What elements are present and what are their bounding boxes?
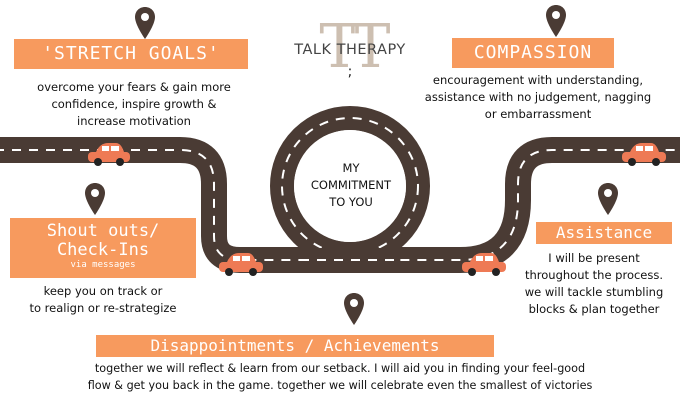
center-commitment: MY COMMITMENT TO YOU bbox=[296, 160, 406, 211]
location-pin-icon bbox=[598, 183, 618, 215]
location-pin-icon bbox=[344, 293, 364, 325]
location-pin-icon bbox=[546, 5, 566, 37]
logo-text: TALK THERAPY bbox=[294, 42, 406, 58]
compassion-text: encouragement with understanding, assist… bbox=[424, 73, 652, 121]
shout-outs-banner: Shout outs/ Check-Ins via messages bbox=[10, 218, 196, 278]
car-2 bbox=[219, 253, 263, 276]
center-line: TO YOU bbox=[329, 195, 373, 209]
road-dashes bbox=[0, 149, 680, 261]
car-4 bbox=[622, 143, 666, 166]
logo-mark: ; bbox=[347, 64, 353, 80]
assistance-banner: Assistance bbox=[536, 222, 672, 244]
location-pin-icon bbox=[85, 183, 105, 215]
shout-outs-text: keep you on track or to realign or re-st… bbox=[29, 284, 177, 315]
center-line: MY bbox=[342, 161, 360, 175]
stretch-goals-banner: 'STRETCH GOALS' bbox=[14, 39, 248, 69]
stretch-goals-text: overcome your fears & gain more confiden… bbox=[37, 80, 231, 128]
location-pin-icon bbox=[135, 7, 155, 39]
logo-letters: TT bbox=[319, 12, 390, 82]
assistance-text: I will be present throughout the process… bbox=[524, 251, 664, 316]
disappointments-achievements-text: together we will reflect & learn from ou… bbox=[87, 362, 593, 392]
compassion-banner: COMPASSION bbox=[452, 38, 614, 68]
car-3 bbox=[462, 253, 506, 276]
talk-therapy-logo: TT TALK THERAPY ; bbox=[285, 12, 415, 90]
car-1 bbox=[88, 143, 130, 166]
center-line: COMMITMENT bbox=[310, 178, 392, 192]
disappointments-achievements-banner: Disappointments / Achievements bbox=[96, 335, 494, 357]
